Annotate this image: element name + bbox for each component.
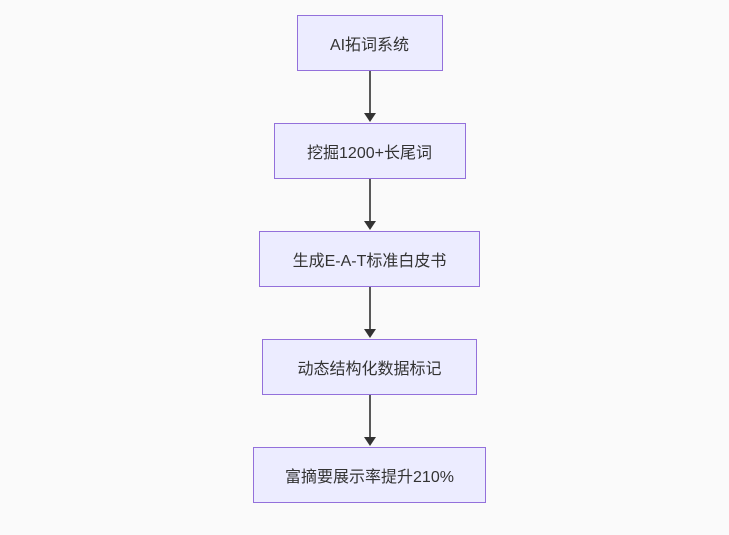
flow-node-2: 挖掘1200+长尾词 xyxy=(273,123,466,179)
arrowhead-down-icon xyxy=(363,437,376,446)
node-label-3: 生成E-A-T标准白皮书 xyxy=(292,253,447,270)
edge-line xyxy=(368,71,371,114)
flowchart: AI拓词系统 挖掘1200+长尾词 生成E-A-T标准白皮书 动态结构化数据标记 xyxy=(253,15,486,503)
node-label-4: 动态结构化数据标记 xyxy=(297,361,442,378)
flow-edge-4 xyxy=(363,395,376,447)
flow-node-4: 动态结构化数据标记 xyxy=(262,339,477,395)
arrowhead-down-icon xyxy=(363,113,376,122)
flow-edge-1 xyxy=(363,71,376,123)
node-label-2: 挖掘1200+长尾词 xyxy=(307,145,432,162)
edge-line xyxy=(368,287,371,330)
flow-node-5: 富摘要展示率提升210% xyxy=(253,447,486,503)
flow-edge-3 xyxy=(363,287,376,339)
flow-node-3: 生成E-A-T标准白皮书 xyxy=(259,231,480,287)
node-label-5: 富摘要展示率提升210% xyxy=(285,469,454,486)
arrowhead-down-icon xyxy=(363,329,376,338)
flow-node-1: AI拓词系统 xyxy=(296,15,443,71)
node-label-1: AI拓词系统 xyxy=(329,37,410,54)
flow-edge-2 xyxy=(363,179,376,231)
edge-line xyxy=(368,395,371,438)
arrowhead-down-icon xyxy=(363,221,376,230)
edge-line xyxy=(368,179,371,222)
